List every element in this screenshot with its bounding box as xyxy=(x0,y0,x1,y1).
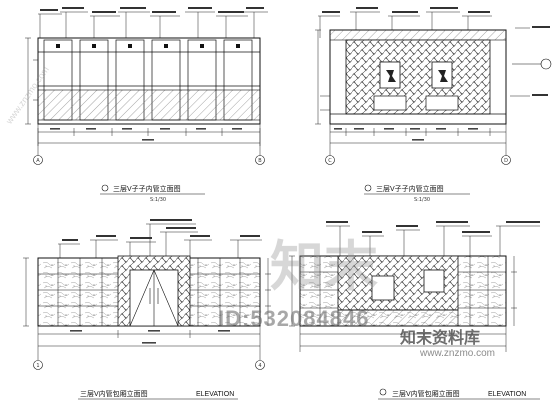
caption-tr: 三层V子子内管立面图 S:1/30 xyxy=(364,184,470,203)
dimension-vertical-br xyxy=(289,255,517,327)
section-marker-tr xyxy=(512,58,552,70)
dim-text-stubs-tl xyxy=(50,128,242,141)
caption-title-tr: 三层V子子内管立面图 xyxy=(376,184,444,193)
dimension-horizontal-bl xyxy=(37,326,261,360)
wall-frame-left-br xyxy=(371,275,395,301)
axis-bubble-bl-right: 4 xyxy=(255,360,265,370)
dimension-horizontal-tl xyxy=(37,124,261,156)
annotation-text-stubs-br xyxy=(326,221,540,233)
frame-art-tr xyxy=(386,70,448,82)
console-br xyxy=(337,309,459,327)
axis-bubble-tl-left: A xyxy=(33,155,43,165)
door-panels-tl xyxy=(37,39,261,121)
annotation-leaders-tl xyxy=(38,11,268,38)
svg-text:D: D xyxy=(504,158,508,164)
caption-scale-tl: S:1/30 xyxy=(150,197,166,203)
panel-bottom-left: 1 4 三层V内管包厢立面图 ELEVATION xyxy=(23,219,271,400)
dim-text-stubs-bl xyxy=(70,330,230,344)
svg-text:4: 4 xyxy=(258,363,261,369)
annotation-leaders-bl xyxy=(58,223,262,258)
panel-top-right: C D 三层V子子内管立面图 S:1/30 xyxy=(315,7,552,203)
svg-text:B: B xyxy=(258,158,262,164)
annotation-text-stubs-tl xyxy=(40,7,264,13)
caption-tl: 三层V子子内管立面图 S:1/30 xyxy=(100,184,205,203)
dimension-vertical-bl xyxy=(23,257,271,327)
ornamental-wall-tr xyxy=(345,39,491,115)
axis-bubble-bl-left: 1 xyxy=(33,360,43,370)
svg-text:1: 1 xyxy=(36,363,39,369)
caption-en-bl: ELEVATION xyxy=(196,391,234,398)
wall-frame-right-br xyxy=(423,269,445,293)
panel-bottom-right: 三层V内管包厢立面图 ELEVATION xyxy=(289,221,540,400)
dimension-horizontal-br xyxy=(299,326,507,352)
caption-title-bl: 三层V内管包厢立面图 xyxy=(80,389,148,398)
annotation-text-stubs-bl xyxy=(62,219,260,241)
svg-text:A: A xyxy=(36,158,40,164)
dimension-vertical-tr xyxy=(315,29,330,125)
door-handles-tl xyxy=(56,44,240,48)
svg-text:C: C xyxy=(328,158,332,164)
caption-bl: 三层V内管包厢立面图 ELEVATION xyxy=(78,389,238,400)
door-swing-bl xyxy=(129,269,179,327)
panel-top-left: A B 三层V子子内管立面图 S:1/30 xyxy=(25,7,268,203)
console-left-tr xyxy=(373,95,407,111)
annotation-text-stubs-tr xyxy=(322,7,550,96)
dimension-horizontal-tr xyxy=(329,124,507,156)
dim-text-stubs-tr xyxy=(334,128,478,141)
caption-title-tl: 三层V子子内管立面图 xyxy=(113,184,181,193)
axis-bubble-tr-right: D xyxy=(501,155,511,165)
ceiling-band-tr xyxy=(329,29,507,41)
caption-scale-tr: S:1/30 xyxy=(414,197,430,203)
caption-br: 三层V内管包厢立面图 ELEVATION xyxy=(378,388,540,400)
console-right-tr xyxy=(425,95,459,111)
caption-en-br: ELEVATION xyxy=(488,391,526,398)
dimension-vertical-tl xyxy=(25,37,38,125)
axis-bubble-tr-left: C xyxy=(325,155,335,165)
caption-title-br: 三层V内管包厢立面图 xyxy=(392,389,460,398)
axis-bubble-tl-right: B xyxy=(255,155,265,165)
annotation-leaders-br xyxy=(326,225,540,256)
